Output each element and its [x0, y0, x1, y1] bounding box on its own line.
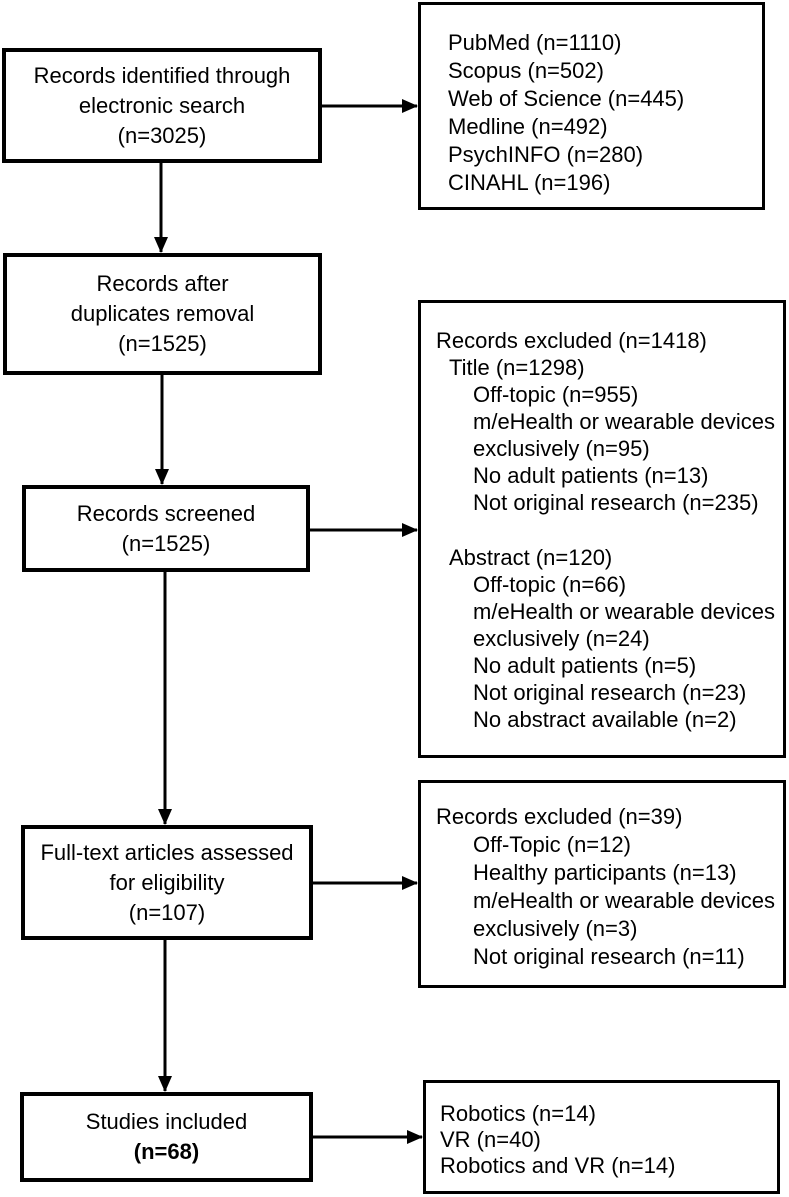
database-item: PubMed (n=1110): [448, 30, 622, 55]
box-duplicates-removed: Records after duplicates removal (n=1525…: [3, 253, 322, 375]
category-item: Robotics and VR (n=14): [440, 1153, 676, 1178]
database-item: Medline (n=492): [448, 114, 608, 139]
excluded-title-item: Off-topic (n=955): [473, 382, 639, 407]
excluded-fulltext-item: Not original research (n=11): [473, 944, 745, 969]
database-item: PsychINFO (n=280): [448, 142, 644, 167]
box-records-screened: Records screened (n=1525): [22, 485, 310, 572]
box-fulltext-assessed: Full-text articles assessed for eligibil…: [21, 825, 313, 940]
fulltext-assessed-count: (n=107): [128, 899, 206, 925]
records-identified-line: electronic search: [78, 92, 246, 118]
box-study-categories: Robotics (n=14) VR (n=40) Robotics and V…: [423, 1080, 780, 1194]
excluded-fulltext-item: m/eHealth or wearable devices: [473, 888, 776, 913]
excluded-abstract-item: Off-topic (n=66): [473, 572, 627, 597]
fulltext-assessed-line: Full-text articles assessed: [40, 839, 294, 865]
excluded-fulltext-header: Records excluded (n=39): [436, 804, 683, 829]
duplicates-removed-line: Records after: [96, 271, 229, 296]
excluded-abstract-item: Not original research (n=23): [473, 680, 747, 705]
excluded-screening-header: Records excluded (n=1418): [436, 328, 707, 353]
excluded-title-item: exclusively (n=95): [473, 436, 650, 461]
excluded-abstract-item: exclusively (n=24): [473, 626, 650, 651]
box-excluded-fulltext: Records excluded (n=39) Off-Topic (n=12)…: [418, 780, 786, 988]
excluded-fulltext-item: Off-Topic (n=12): [473, 832, 631, 857]
records-screened-count: (n=1525): [121, 530, 211, 556]
excluded-title-header: Title (n=1298): [449, 355, 585, 380]
excluded-abstract-item: No adult patients (n=5): [473, 653, 697, 678]
box-records-identified: Records identified through electronic se…: [2, 48, 322, 163]
duplicates-removed-line: duplicates removal: [70, 301, 255, 326]
excluded-title-item: m/eHealth or wearable devices: [473, 409, 776, 434]
excluded-fulltext-item: exclusively (n=3): [473, 916, 638, 941]
box-databases: PubMed (n=1110) Scopus (n=502) Web of Sc…: [418, 2, 765, 210]
box-studies-included: Studies included (n=68): [20, 1092, 313, 1182]
excluded-title-item: Not original research (n=235): [473, 490, 759, 515]
excluded-title-item: No adult patients (n=13): [473, 463, 709, 488]
excluded-abstract-header: Abstract (n=120): [449, 545, 613, 570]
database-item: CINAHL (n=196): [448, 170, 611, 195]
studies-included-line: Studies included: [85, 1109, 248, 1134]
category-item: Robotics (n=14): [440, 1101, 596, 1126]
database-item: Scopus (n=502): [448, 58, 604, 83]
excluded-abstract-item: m/eHealth or wearable devices: [473, 599, 776, 624]
excluded-fulltext-item: Healthy participants (n=13): [473, 860, 737, 885]
studies-included-count: (n=68): [133, 1139, 200, 1164]
records-identified-count: (n=3025): [117, 122, 207, 148]
box-excluded-screening: Records excluded (n=1418) Title (n=1298)…: [418, 300, 786, 758]
fulltext-assessed-line: for eligibility: [109, 869, 225, 895]
excluded-abstract-item: No abstract available (n=2): [473, 707, 737, 732]
duplicates-removed-count: (n=1525): [118, 331, 207, 356]
records-identified-line: Records identified through: [33, 62, 291, 88]
category-item: VR (n=40): [440, 1127, 541, 1152]
database-item: Web of Science (n=445): [448, 86, 685, 111]
records-screened-line: Records screened: [76, 500, 256, 526]
